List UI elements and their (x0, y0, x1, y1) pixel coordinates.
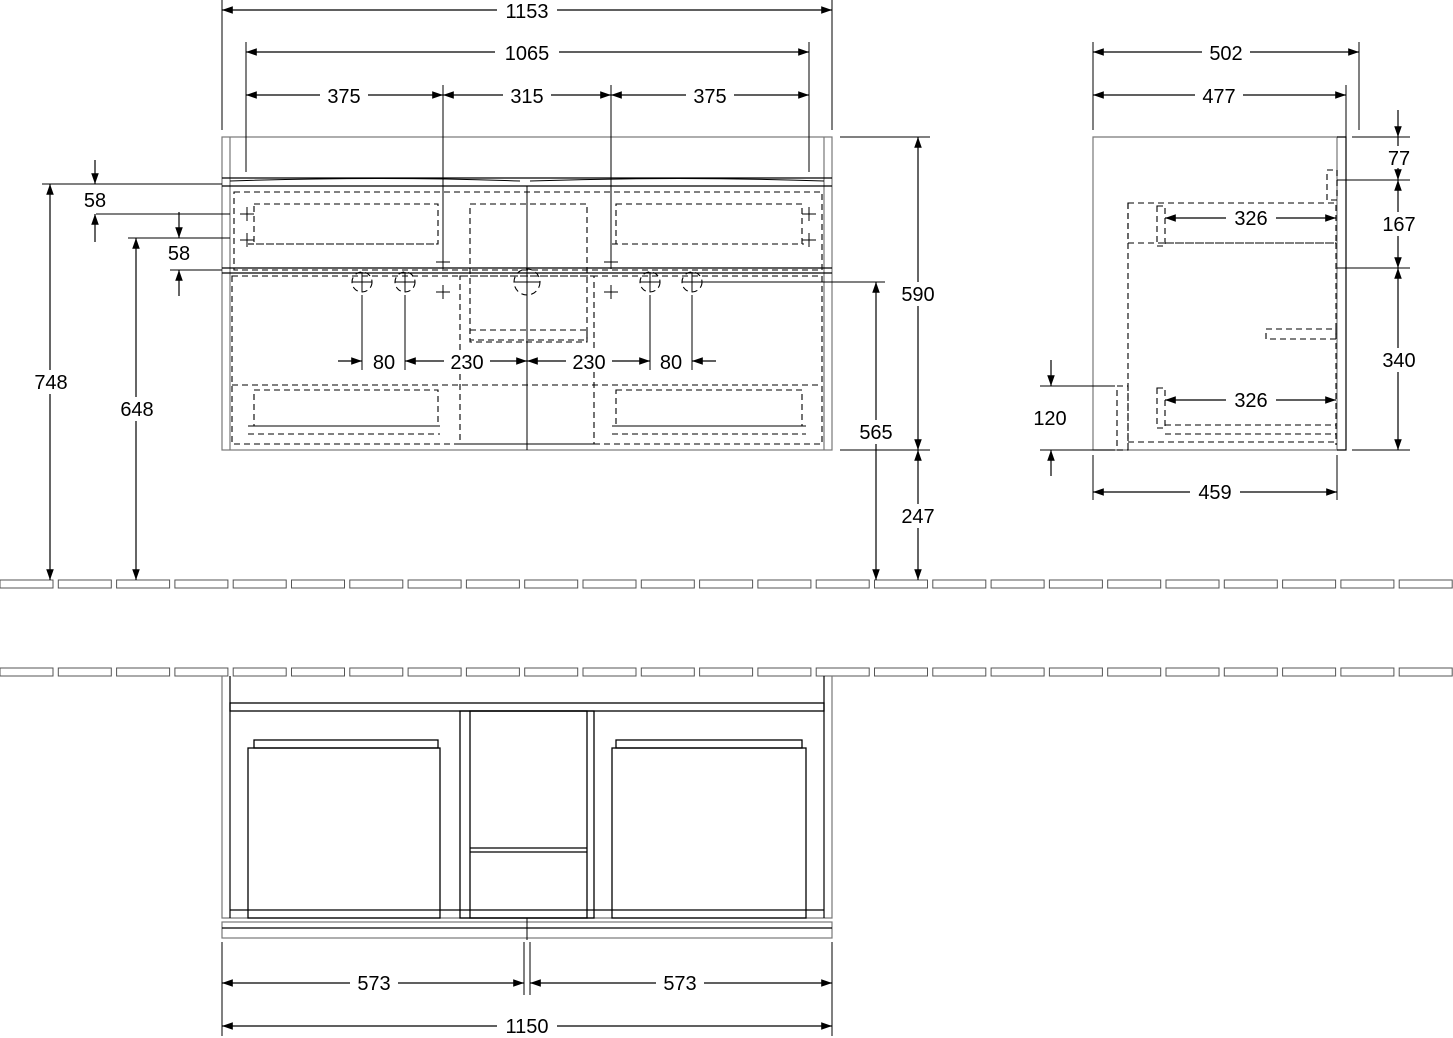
dim-base-depth: 459 (1198, 482, 1231, 504)
dim-waste-height: 565 (859, 422, 892, 444)
dim-right-half: 573 (663, 973, 696, 995)
dim-middle-section: 315 (510, 86, 543, 108)
dim-lower-drawer-depth: 326 (1234, 390, 1267, 412)
dim-depth-inner: 477 (1202, 86, 1235, 108)
dim-right-section: 375 (693, 86, 726, 108)
dim-plinth-height: 120 (1033, 408, 1066, 430)
dim-left-half: 573 (357, 973, 390, 995)
side-view: 502 477 77 167 340 326 326 120 459 (1033, 40, 1422, 504)
dim-total-width: 1153 (505, 1, 548, 23)
dim-depth-outer: 502 (1209, 43, 1242, 65)
dim-upper-drawer-height: 167 (1382, 214, 1415, 236)
dim-overall-height: 748 (34, 372, 67, 394)
dim-tap-spacing-b: 230 (450, 352, 483, 374)
dim-tap-spacing-c: 230 (572, 352, 605, 374)
tap-hole-icon (394, 271, 416, 293)
dim-lower-drawer-height: 340 (1382, 350, 1415, 372)
dim-right-height: 590 (901, 284, 934, 306)
dim-upper-drawer-depth: 326 (1234, 208, 1267, 230)
dim-left-height-mid: 58 (168, 243, 190, 265)
dim-basin-width: 1065 (505, 43, 550, 65)
tap-hole-icon (681, 271, 703, 293)
dim-tap-spacing-a: 80 (373, 352, 395, 374)
dim-plan-total-width: 1150 (505, 1016, 548, 1038)
waste-outlet-icon (513, 268, 541, 296)
dim-counter-height: 648 (120, 399, 153, 421)
floor-line-upper (0, 579, 1453, 589)
dim-floor-clearance: 247 (901, 506, 934, 528)
dim-left-height-top: 58 (84, 190, 106, 212)
tap-hole-icon (351, 271, 373, 293)
dim-left-section: 375 (327, 86, 360, 108)
dim-top-offset: 77 (1388, 148, 1410, 170)
tap-hole-icon (639, 271, 661, 293)
dim-tap-spacing-d: 80 (660, 352, 682, 374)
front-view: 1153 1065 375 315 375 58 58 748 648 (28, 0, 942, 580)
floor-line-lower (0, 667, 1453, 677)
plan-view: 573 573 1150 (221, 676, 833, 1038)
